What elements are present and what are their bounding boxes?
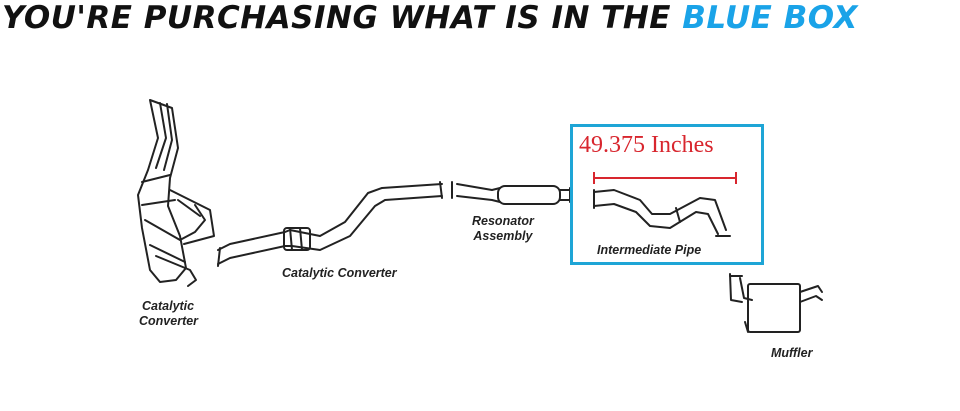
resonator-label-line1: Resonator [472, 214, 534, 228]
headline-highlight: BLUE BOX [682, 0, 858, 36]
mid-catalytic-converter-part [217, 181, 443, 267]
muffler-part [729, 273, 823, 333]
intermediate-pipe-label: Intermediate Pipe [597, 243, 702, 257]
blue-highlight-box [570, 124, 764, 265]
headline: YOU'RE PURCHASING WHAT IS IN THE BLUE BO… [0, 0, 960, 40]
resonator-label-line2: Assembly [473, 229, 533, 243]
front-catalytic-converter-label-line1: Catalytic [142, 299, 195, 313]
resonator-part [451, 181, 571, 205]
intermediate-pipe-part [593, 189, 731, 237]
mid-catalytic-converter-label: Catalytic Converter [282, 266, 397, 280]
measurement-label: 49.375 Inches [579, 132, 714, 158]
front-catalytic-converter-part [137, 99, 215, 287]
headline-text: YOU'RE PURCHASING WHAT IS IN THE [2, 0, 671, 36]
front-catalytic-converter-label-line2: Converter [139, 314, 199, 328]
front-catalytic-converter-label: Catalytic Converter [139, 299, 199, 329]
measurement-line [593, 172, 737, 184]
muffler-label: Muffler [771, 346, 813, 360]
resonator-label: Resonator Assembly [472, 214, 534, 244]
